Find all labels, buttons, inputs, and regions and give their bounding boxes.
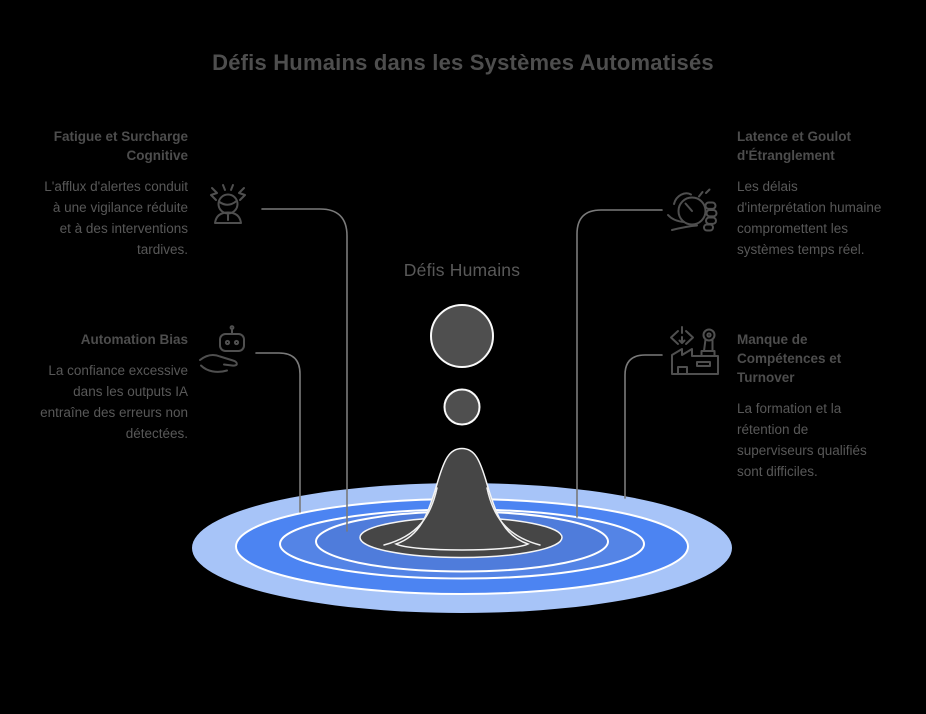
section-competences: Manque de Compétences et Turnover La for… xyxy=(737,330,907,482)
center-label: Défis Humains xyxy=(403,260,521,280)
falling-drop-small xyxy=(443,388,481,426)
section-fatigue-body: L'afflux d'alertes conduit à une vigilan… xyxy=(44,179,188,257)
page-title: Défis Humains dans les Systèmes Automati… xyxy=(212,50,714,75)
splash-column xyxy=(394,447,530,551)
section-automation-bias-heading: Automation Bias xyxy=(80,332,188,347)
section-automation-bias-body: La confiance excessive dans les outputs … xyxy=(40,363,188,441)
section-competences-body: La formation et la rétention de supervis… xyxy=(737,401,867,479)
splash-curl-right xyxy=(486,487,541,546)
hand-stopwatch-icon xyxy=(666,182,720,240)
falling-drop-large xyxy=(430,304,494,368)
splash-curl-left xyxy=(383,487,438,546)
hand-robot-icon xyxy=(198,325,254,377)
section-latence: Latence et Goulot d'Étranglement Les dél… xyxy=(737,127,926,260)
connector-bottom-right xyxy=(624,354,663,499)
connector-top-left xyxy=(261,208,348,532)
factory-robot-icon xyxy=(666,324,720,378)
section-automation-bias: Automation Bias La confiance excessive d… xyxy=(0,330,188,444)
stressed-person-icon xyxy=(203,181,253,235)
section-latence-heading: Latence et Goulot d'Étranglement xyxy=(737,129,852,163)
section-latence-body: Les délais d'interprétation humaine comp… xyxy=(737,179,882,257)
section-fatigue-heading: Fatigue et Surcharge Cognitive xyxy=(53,129,188,163)
section-fatigue: Fatigue et Surcharge Cognitive L'afflux … xyxy=(0,127,188,260)
connector-top-right xyxy=(576,209,663,518)
connector-bottom-left xyxy=(255,352,301,513)
section-competences-heading: Manque de Compétences et Turnover xyxy=(737,332,842,385)
